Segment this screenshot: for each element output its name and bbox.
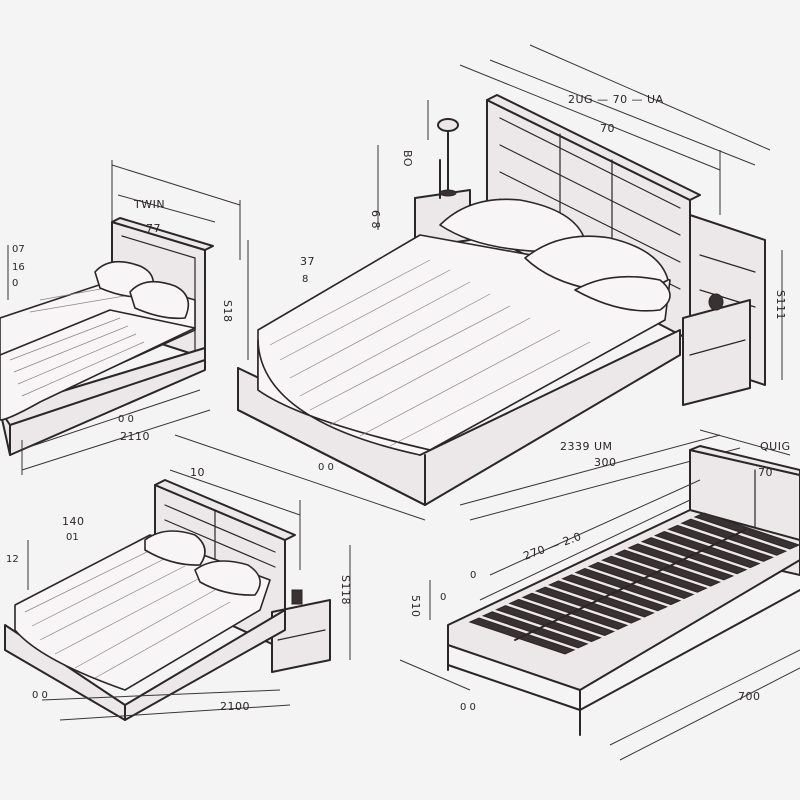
slat <box>653 530 761 569</box>
frame-top-label: 270 — 2.0 <box>522 530 584 563</box>
frame-slats <box>468 512 800 655</box>
twin-name-label: TWIN <box>133 198 165 211</box>
twin-side-b: 16 <box>12 262 25 273</box>
slat <box>667 524 774 562</box>
king-mid-label: 70 <box>600 122 615 135</box>
king-nightstand-right <box>682 299 751 406</box>
lamp-shade <box>437 118 459 132</box>
frame-name-label: QUIG <box>760 440 790 453</box>
queen-pillow-2 <box>194 560 261 596</box>
king-bed <box>174 44 783 521</box>
queen-side-label: S118 <box>339 575 352 605</box>
candle-icon <box>708 293 724 311</box>
frame-width-label: 70 <box>758 466 773 479</box>
twin-height-label: S18 <box>221 300 234 322</box>
twin-sub-label: 0 0 <box>118 414 134 425</box>
king-top-label: 2UG — 70 — UA <box>568 93 664 106</box>
frame-side-b: 0 <box>440 592 446 603</box>
king-length-label-2: 300 <box>594 456 617 469</box>
slat <box>680 518 788 556</box>
frame-side-a: 0 <box>470 570 476 581</box>
frame-length-label: 700 <box>738 690 761 703</box>
slat <box>693 512 800 550</box>
twin-width-label: 77 <box>146 222 161 235</box>
twin-pillow-2 <box>129 280 190 320</box>
twin-side-c: 0 <box>12 278 18 289</box>
king-base-label: 0 0 <box>318 462 334 473</box>
queen-label-c: 12 <box>6 554 19 565</box>
king-left-a: BO <box>401 150 414 167</box>
queen-top-label: 10 <box>190 466 205 479</box>
queen-length-label-2: 0 0 <box>32 690 48 701</box>
queen-label-a: 140 <box>62 515 85 528</box>
king-small-label: 37 <box>300 255 315 268</box>
queen-nightstand <box>271 599 331 673</box>
king-side-label: S111 <box>774 290 787 320</box>
frame-length-label-2: 0 0 <box>460 702 476 713</box>
king-left-b: 6 8 <box>369 210 382 229</box>
twin-side-a: 07 <box>12 244 25 255</box>
twin-length-label: 2110 <box>120 430 150 443</box>
twin-bed <box>0 160 249 475</box>
slatted-bed-frame <box>399 429 800 761</box>
lamp-icon <box>291 589 303 605</box>
center-rail <box>514 529 746 641</box>
king-small-label-2: 8 <box>302 274 308 285</box>
slat <box>640 537 748 575</box>
frame-side-c: 510 <box>409 595 422 618</box>
queen-label-b: 01 <box>66 532 79 543</box>
frame-rail <box>447 509 800 691</box>
slat <box>627 543 735 581</box>
queen-length-label: 2100 <box>220 700 250 713</box>
queen-bed <box>4 469 351 721</box>
king-length-label: 2339 UM <box>560 440 613 453</box>
queen-pillow-1 <box>144 530 206 566</box>
